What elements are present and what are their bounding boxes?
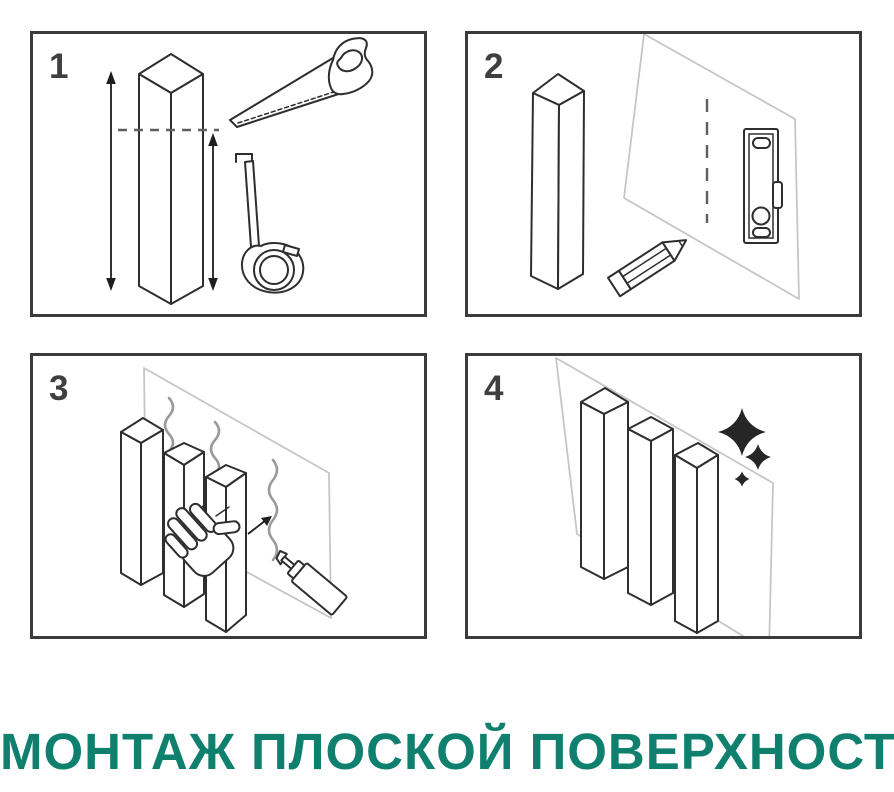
beam-left-face [530,92,560,290]
step-4-illustration [555,357,774,636]
saw-teeth-line [237,87,347,124]
finger-middle [175,507,208,542]
step-1-illustration [106,37,374,305]
arrowhead-up [106,71,116,84]
level-bubble [751,206,771,226]
step-panel-1: 1 [30,31,427,317]
tube-nozzle-tip [275,549,288,566]
wood-beam [530,73,585,290]
step-number-4: 4 [484,369,504,408]
full-height-measure-arrow [106,71,116,291]
sparkle-large [718,408,766,456]
step-number-3: 3 [49,369,69,408]
level-bottom-vial [752,227,771,238]
sparkle-medium [745,444,771,470]
step-2-illustration [530,34,800,300]
step-number-1: 1 [49,47,69,86]
finger-ring [167,517,199,551]
wood-beam [138,53,204,305]
sparkles-icon [718,408,771,487]
hand-saw-icon [229,37,374,128]
tape-strip [244,160,260,248]
arrowhead-up [208,133,218,146]
pencil-facets [621,247,672,285]
step-panel-2: 2 [465,31,862,317]
finger-pinky [164,533,189,559]
glue-wavy-lines [163,396,279,562]
step-panel-4: 4 [465,353,862,639]
sealant-tube-icon [275,549,348,616]
beam-right-face [170,73,204,305]
step-number-2: 2 [484,47,504,86]
glue-line-3 [267,458,279,562]
partial-height-measure-arrow [208,133,218,291]
tape-ring-outer [253,249,295,291]
level-top-vial [752,137,771,149]
glue-line-2 [209,420,221,477]
three-mounted-slats [580,387,719,634]
arrowhead-down [106,278,116,291]
beam-left-face [138,73,172,305]
tape-measure-icon [235,153,305,294]
saw-handle [327,37,374,96]
beam-right-face [557,90,585,290]
step-panel-3: 3 [30,353,427,639]
page-title: МОНТАЖ ПЛОСКОЙ ПОВЕРХНОСТИ [0,723,894,780]
three-wood-slats [120,417,247,633]
tube-body [291,562,348,616]
pencil-icon [607,239,688,298]
pencil-tip [661,239,688,262]
tape-ring-inner [259,255,289,285]
tape-clip [282,244,300,257]
thumb [212,520,241,536]
pencil-lead [678,240,684,248]
step-3-illustration [120,367,348,633]
saw-handle-hole [336,49,364,73]
sparkle-small [734,471,750,487]
pressing-hand-icon [164,502,241,577]
glue-pointer-arrow [247,516,272,535]
glue-line-1 [163,396,175,453]
tape-hook [235,153,253,163]
level-side-tab [772,181,783,209]
arrowhead [261,516,272,526]
spirit-level-icon [743,128,783,244]
arrowhead-down [208,278,218,291]
